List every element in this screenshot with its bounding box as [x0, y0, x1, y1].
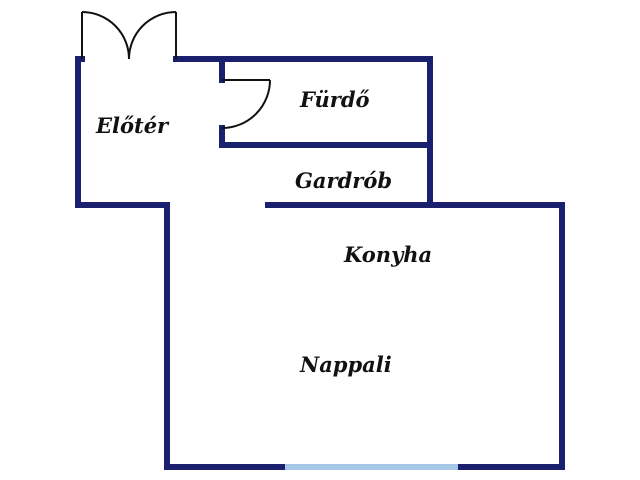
room-label-furdo: Fürdő — [300, 87, 370, 112]
window — [285, 464, 458, 470]
bathroom-door — [221, 79, 271, 129]
room-label-nappali: Nappali — [300, 352, 392, 377]
entry-double-door — [81, 11, 177, 60]
room-label-eloter: Előtér — [96, 113, 169, 138]
room-label-konyha: Konyha — [344, 242, 433, 267]
room-label-gardrob: Gardrób — [295, 168, 393, 193]
